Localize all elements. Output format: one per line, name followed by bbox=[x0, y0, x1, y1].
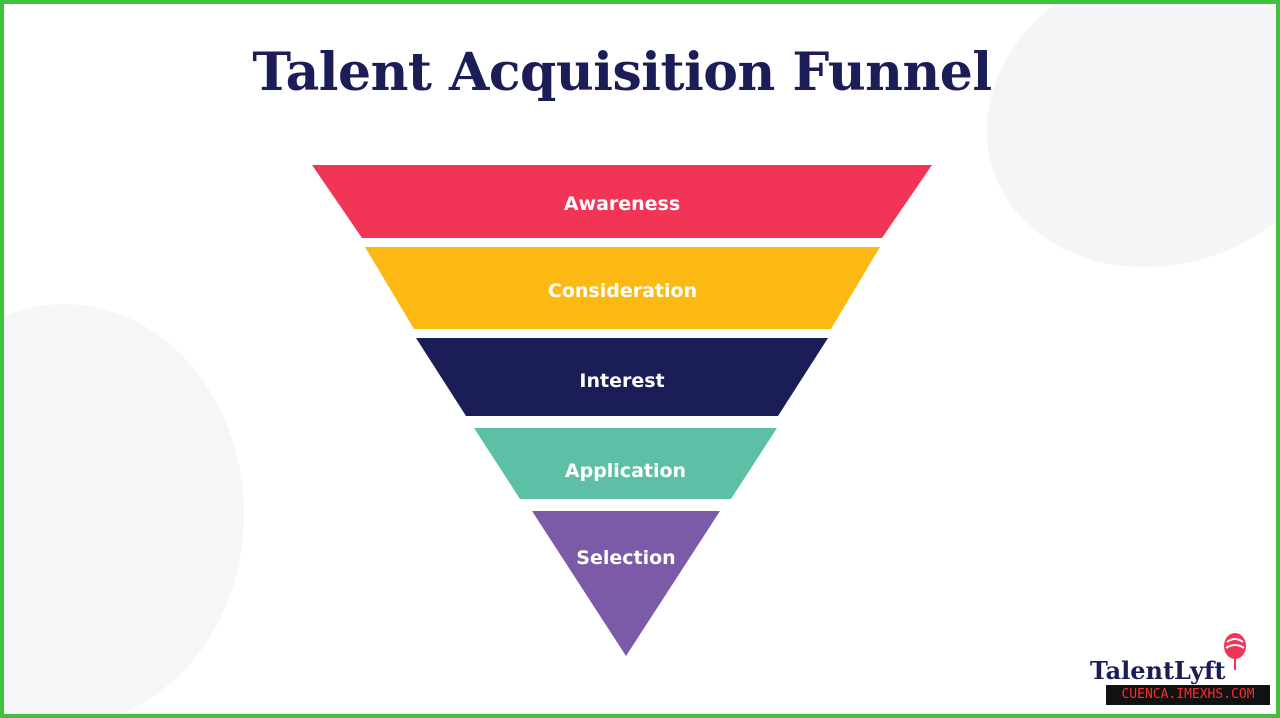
funnel-stage-label: Awareness bbox=[564, 193, 680, 215]
funnel-stage-label: Selection bbox=[576, 547, 675, 569]
funnel-band bbox=[474, 428, 777, 499]
talentlyft-logo: TalentLyft bbox=[1090, 656, 1226, 685]
funnel-stage-awareness: Awareness bbox=[312, 165, 932, 238]
funnel-stage-label: Interest bbox=[579, 370, 664, 392]
balloon-logo-icon bbox=[1224, 633, 1246, 670]
funnel-band bbox=[312, 165, 932, 238]
diagram-title: Talent Acquisition Funnel bbox=[252, 42, 992, 103]
funnel-stage-label: Consideration bbox=[548, 280, 697, 302]
funnel-diagram: AwarenessConsiderationInterestApplicatio… bbox=[312, 165, 932, 656]
funnel-band bbox=[416, 338, 828, 416]
funnel-band bbox=[365, 247, 880, 329]
funnel-stage-application: Application bbox=[474, 428, 777, 499]
watermark: CUENCA.IMEXHS.COM bbox=[1106, 685, 1270, 705]
funnel-stage-interest: Interest bbox=[416, 338, 828, 416]
funnel-stage-selection: Selection bbox=[532, 511, 720, 656]
funnel-band bbox=[532, 511, 720, 656]
funnel-stage-consideration: Consideration bbox=[365, 247, 880, 329]
funnel-stage-label: Application bbox=[565, 460, 686, 482]
